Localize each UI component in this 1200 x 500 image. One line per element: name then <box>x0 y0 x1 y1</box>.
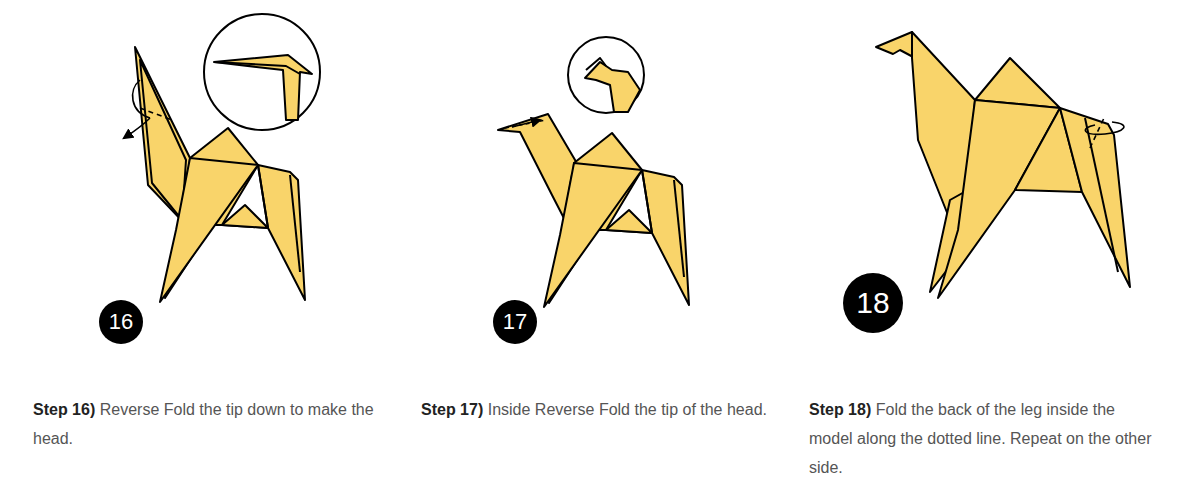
instruction-text: Inside Reverse Fold the tip of the head. <box>488 401 767 418</box>
callout-number: 17 <box>503 309 527 335</box>
step-number-badge: 18 <box>843 273 903 333</box>
camel-figure <box>876 32 1130 298</box>
callout-number: 18 <box>856 286 889 320</box>
step-label: Step 18) <box>809 401 871 418</box>
callout-number: 16 <box>109 309 133 335</box>
step-caption: Step 17) Inside Reverse Fold the tip of t… <box>421 395 786 424</box>
step-label: Step 17) <box>421 401 483 418</box>
step-label: Step 16) <box>33 401 95 418</box>
step-caption: Step 18)Fold the back of the leg inside … <box>809 395 1154 482</box>
camel-figure <box>498 114 689 307</box>
step-number-badge: 17 <box>493 300 537 344</box>
step-caption: Step 16)Reverse Fold the tip down to mak… <box>33 395 398 453</box>
step-number-badge: 16 <box>99 300 143 344</box>
